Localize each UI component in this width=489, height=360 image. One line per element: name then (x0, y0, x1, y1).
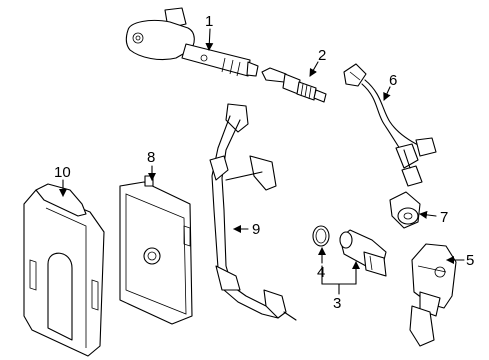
callout-10: 10 (54, 164, 71, 181)
knock-sensor-part (389, 191, 421, 229)
ecm-bracket-part (209, 103, 297, 321)
wire-harness-part (343, 63, 437, 187)
callout-9: 9 (252, 221, 260, 238)
callout-3: 3 (333, 295, 341, 312)
callout-7: 7 (440, 209, 448, 226)
callout-1: 1 (205, 13, 213, 30)
leader-lines (59, 28, 465, 295)
o-ring-part (312, 225, 330, 247)
leader-6 (383, 86, 391, 101)
callout-5: 5 (466, 252, 474, 269)
callout-2: 2 (318, 47, 326, 64)
callout-labels: 1 2 3 4 5 6 7 8 9 10 (54, 13, 474, 312)
leader-2 (309, 61, 319, 77)
callout-6: 6 (389, 72, 397, 89)
leader-7 (419, 210, 437, 219)
camshaft-sensor-part (339, 229, 387, 277)
map-sensor-part (409, 243, 457, 347)
ecm-cover-part (23, 183, 105, 357)
ignition-coil-part (125, 7, 259, 77)
spark-plug-part (261, 67, 327, 103)
leader-1 (205, 28, 214, 51)
callout-4: 4 (317, 264, 325, 281)
callout-8: 8 (147, 149, 155, 166)
ecm-part (119, 175, 193, 325)
